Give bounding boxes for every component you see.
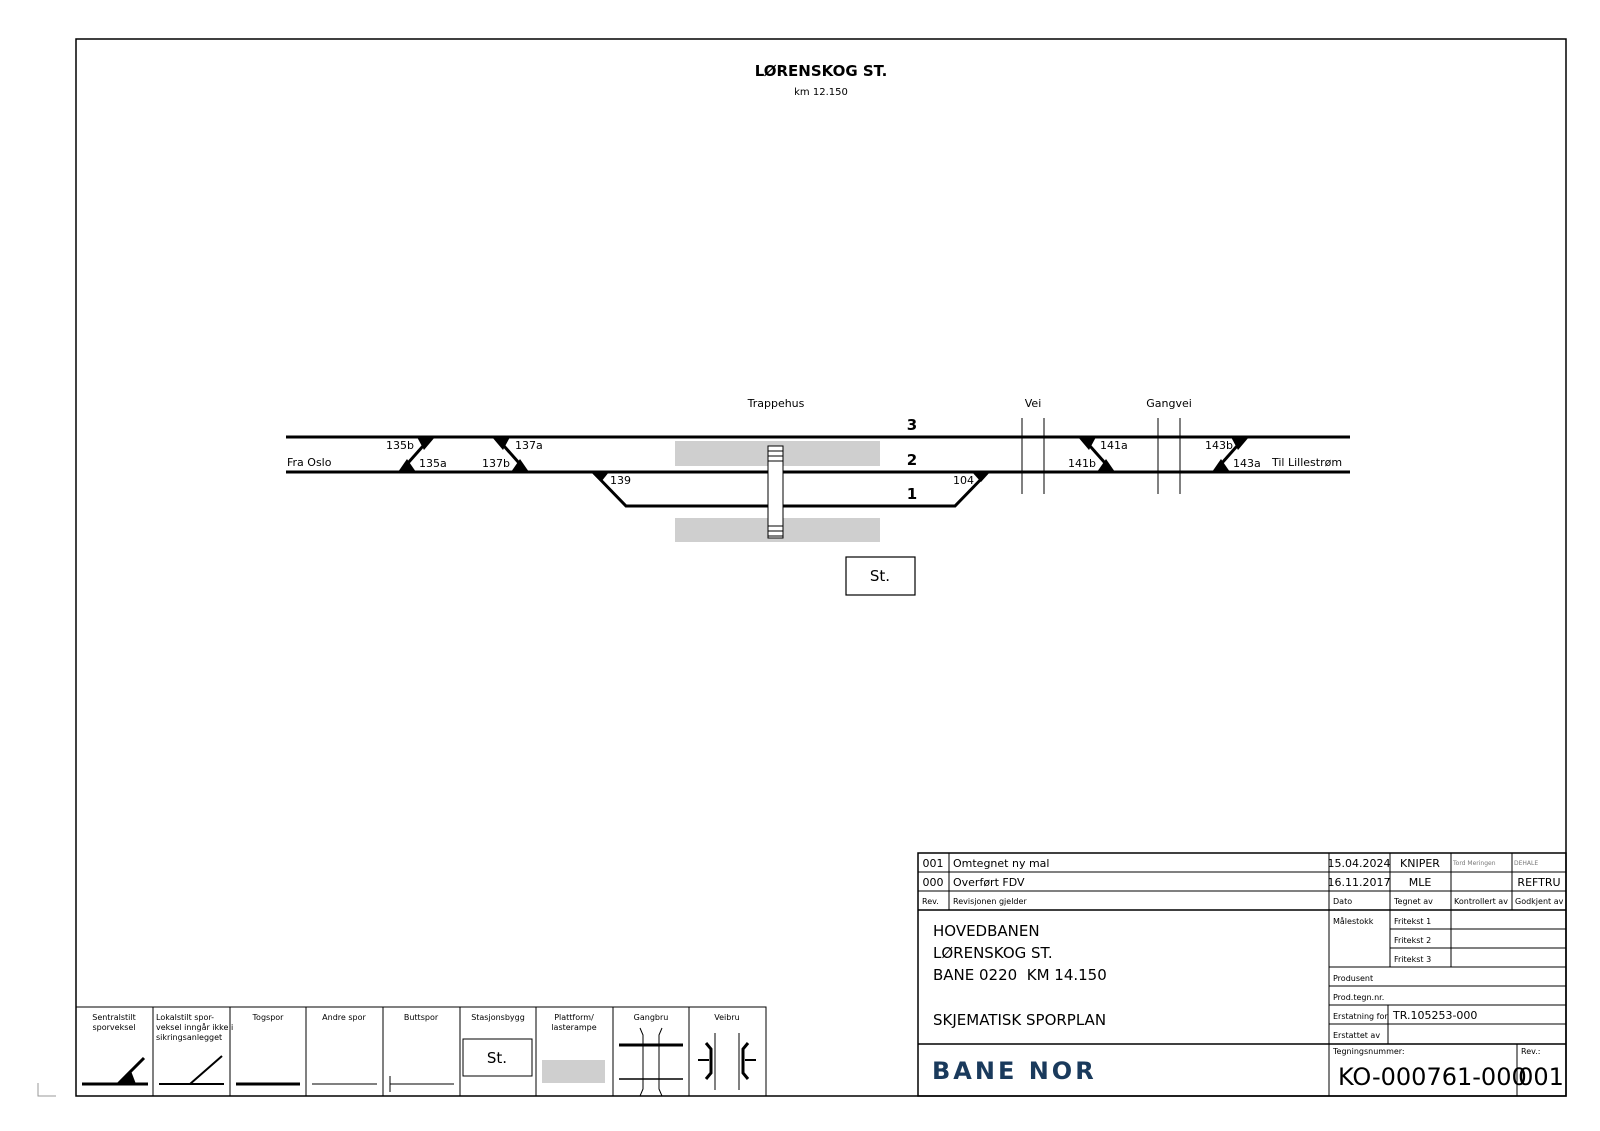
switch-137a-marker bbox=[492, 437, 510, 450]
rev-row-1-date: 15.04.2024 bbox=[1328, 857, 1391, 870]
switch-143b-label: 143b bbox=[1205, 439, 1233, 452]
header-date: Dato bbox=[1333, 897, 1352, 906]
track-number-2: 2 bbox=[907, 451, 917, 469]
rev-row-2-approved: REFTRU bbox=[1517, 876, 1560, 889]
label-trappehus: Trappehus bbox=[747, 397, 805, 410]
track-1 bbox=[591, 470, 990, 508]
tegningsnummer-value: KO-000761-000 bbox=[1338, 1063, 1527, 1091]
switch-139-label: 139 bbox=[610, 474, 631, 487]
rev-row-1-text: Omtegnet ny mal bbox=[953, 857, 1049, 870]
switch-143a-marker bbox=[1212, 459, 1230, 472]
legend-gangbru-symbol bbox=[619, 1027, 683, 1097]
rev-row-1-approved: DEHALE bbox=[1514, 860, 1538, 867]
project-line-1: HOVEDBANEN bbox=[933, 922, 1040, 940]
erstatning-value: TR.105253-000 bbox=[1392, 1009, 1477, 1022]
legend-stasjon-symbol: St. bbox=[487, 1049, 507, 1067]
legend-plattform-label: Plattform/lasterampe bbox=[551, 1013, 596, 1032]
track-number-1: 1 bbox=[907, 485, 917, 503]
corner-mark bbox=[37, 1083, 56, 1097]
legend-veibru-symbol bbox=[698, 1033, 756, 1090]
label-fra-oslo: Fra Oslo bbox=[287, 456, 332, 469]
project-line-2: LØRENSKOG ST. bbox=[933, 944, 1053, 962]
legend-stasjon-box bbox=[462, 1038, 533, 1077]
switch-135b-marker bbox=[417, 437, 435, 450]
station-title: LØRENSKOG ST. bbox=[755, 62, 888, 80]
tegningsnummer-label: Tegningsnummer: bbox=[1332, 1047, 1405, 1056]
trappehus-stair bbox=[767, 445, 784, 539]
label-gangvei: Gangvei bbox=[1146, 397, 1192, 410]
fritekst-2: Fritekst 2 bbox=[1394, 936, 1431, 945]
switch-137b-marker bbox=[511, 459, 529, 472]
switch-135a-marker bbox=[398, 459, 416, 472]
switch-135a-label: 135a bbox=[419, 457, 447, 470]
switch-137b-label: 137b bbox=[482, 457, 510, 470]
rev-row-2-date: 16.11.2017 bbox=[1328, 876, 1391, 889]
switch-137a-label: 137a bbox=[515, 439, 543, 452]
switch-104-label: 104 bbox=[953, 474, 974, 487]
rev-label: Rev.: bbox=[1521, 1047, 1540, 1056]
switch-141a-marker bbox=[1078, 437, 1096, 450]
legend-togspor-label: Togspor bbox=[252, 1013, 285, 1022]
header-checked: Kontrollert av bbox=[1454, 897, 1508, 906]
stair-steps-lower bbox=[768, 525, 783, 537]
station-km: km 12.150 bbox=[794, 87, 848, 98]
fritekst-3: Fritekst 3 bbox=[1394, 955, 1431, 964]
rev-row-1-rev: 001 bbox=[923, 857, 944, 870]
title-block bbox=[917, 852, 1567, 1097]
bane-nor-logo: BANE NOR bbox=[932, 1057, 1097, 1085]
header-rev: Rev. bbox=[922, 897, 939, 906]
track-number-3: 3 bbox=[907, 416, 917, 434]
erstattet-label: Erstattet av bbox=[1333, 1031, 1380, 1040]
drawing-frame bbox=[75, 38, 1567, 1097]
switch-104-marker bbox=[972, 472, 990, 482]
switch-141a-label: 141a bbox=[1100, 439, 1128, 452]
legend-butt-label: Buttspor bbox=[404, 1013, 439, 1022]
rev-value: 001 bbox=[1518, 1063, 1564, 1091]
switch-135b-label: 135b bbox=[386, 439, 414, 452]
label-vei: Vei bbox=[1025, 397, 1042, 410]
header-drawn: Tegnet av bbox=[1393, 897, 1433, 906]
legend-sentral-marker bbox=[118, 1071, 136, 1084]
legend-andre-label: Andre spor bbox=[322, 1013, 366, 1022]
header-applies: Revisjonen gjelder bbox=[953, 897, 1027, 906]
rev-row-2-text: Overført FDV bbox=[953, 876, 1025, 889]
drawing-title: SKJEMATISK SPORPLAN bbox=[933, 1011, 1106, 1029]
rev-row-1-drawn: KNIPER bbox=[1400, 857, 1440, 870]
fritekst-1: Fritekst 1 bbox=[1394, 917, 1431, 926]
legend-lokal-branch bbox=[189, 1055, 223, 1085]
rev-row-1-checked: Tord Meringen bbox=[1452, 860, 1496, 867]
produsent-label: Produsent bbox=[1333, 974, 1373, 983]
switch-143b-marker bbox=[1231, 437, 1249, 450]
station-building-label: St. bbox=[870, 567, 890, 585]
station-building bbox=[845, 556, 916, 596]
erstatning-label: Erstatning for bbox=[1333, 1012, 1388, 1021]
prod-tegn-label: Prod.tegn.nr. bbox=[1333, 993, 1384, 1002]
legend-stasjon-label: Stasjonsbygg bbox=[471, 1013, 525, 1022]
switch-139-marker bbox=[591, 472, 609, 482]
switch-141b-label: 141b bbox=[1068, 457, 1096, 470]
legend-gangbru-label: Gangbru bbox=[634, 1013, 669, 1022]
legend-veibru-label: Veibru bbox=[714, 1013, 739, 1022]
rev-row-2-drawn: MLE bbox=[1409, 876, 1432, 889]
label-til-lillestrom: Til Lillestrøm bbox=[1271, 456, 1342, 469]
project-line-3: BANE 0220 KM 14.150 bbox=[933, 966, 1107, 984]
switch-143a-label: 143a bbox=[1233, 457, 1261, 470]
stair-steps-upper bbox=[768, 450, 783, 462]
rev-row-2-rev: 000 bbox=[923, 876, 944, 889]
header-approved: Godkjent av bbox=[1515, 897, 1564, 906]
switch-141b-marker bbox=[1097, 459, 1115, 472]
malestokk-label: Målestokk bbox=[1333, 916, 1374, 926]
legend-plattform-fill bbox=[542, 1060, 605, 1083]
